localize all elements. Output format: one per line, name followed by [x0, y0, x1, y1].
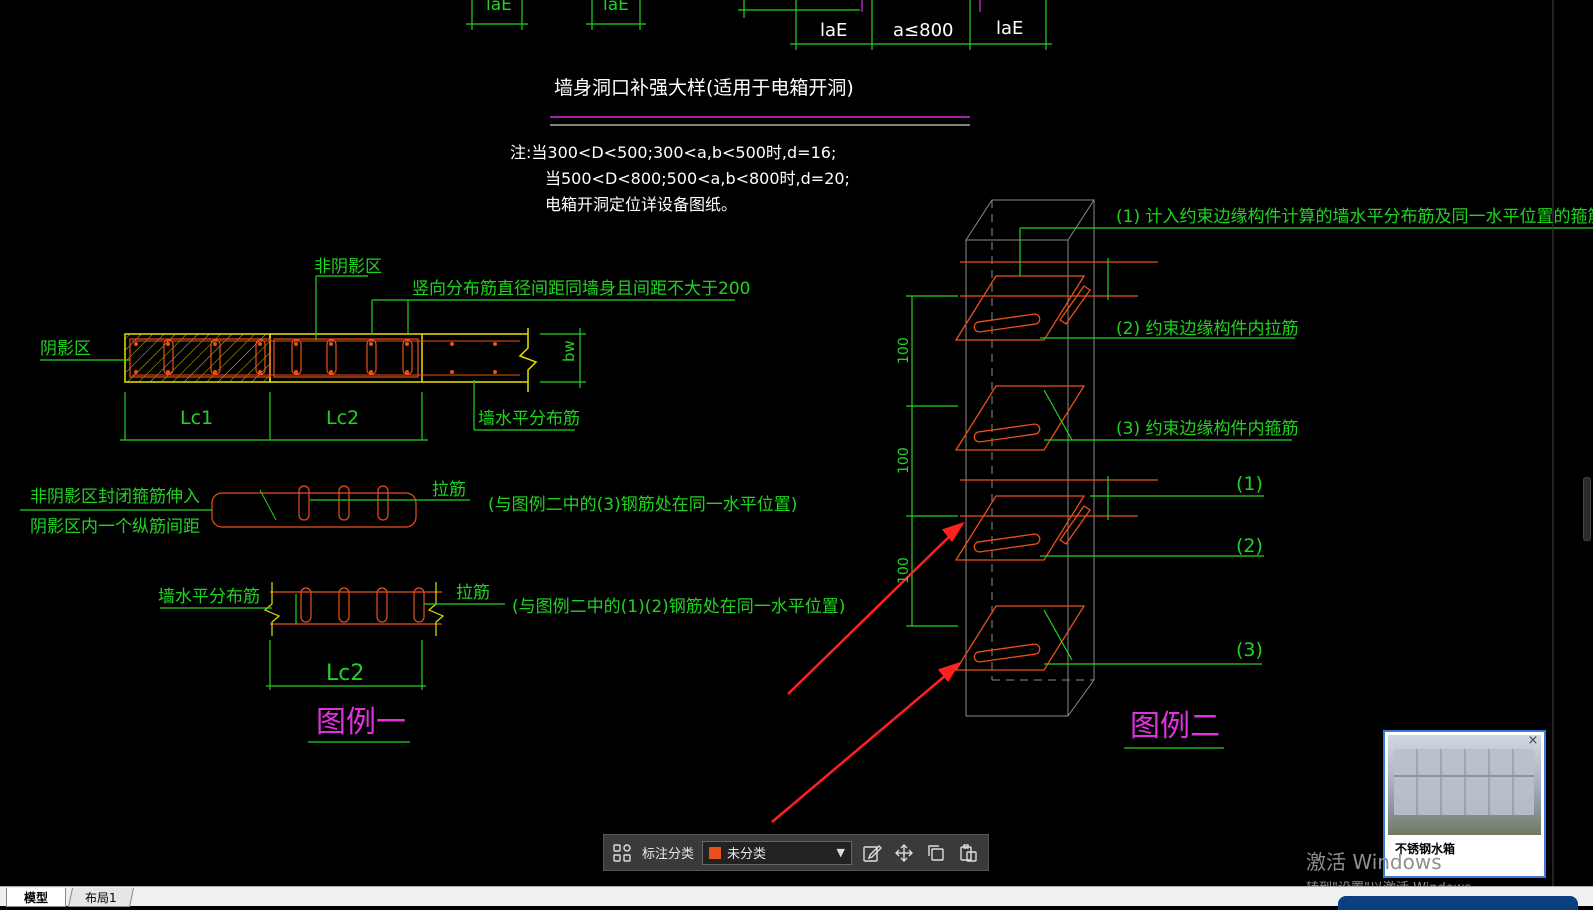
label-shadow-zone: 阴影区	[40, 339, 91, 359]
label-bw: bw	[560, 340, 578, 362]
tab-model[interactable]: 模型	[6, 888, 66, 907]
vertical-scrollbar-thumb[interactable]	[1583, 477, 1591, 541]
legend2-short-2: (2)	[1236, 535, 1263, 557]
category-color-swatch	[709, 846, 722, 859]
dim-lae-4: laE	[996, 18, 1023, 39]
note-line-1: 注:当300<D<500;300<a,b<500时,d=16;	[510, 143, 836, 162]
dim-lae-2: laE	[603, 0, 629, 15]
legend2-short-1: (1)	[1236, 473, 1263, 495]
legend2-dim-100-a: 100	[896, 337, 912, 364]
water-tank-photo	[1388, 735, 1541, 835]
top-dimensions	[466, 0, 1052, 50]
annotation-category-value: 未分类	[727, 847, 767, 862]
dim-a-le-800: a≤800	[893, 20, 953, 41]
caption-legend1: 图例一	[316, 705, 406, 740]
label-wall-horizontal-rebar: 墙水平分布筋	[478, 409, 580, 429]
cad-drawing-canvas[interactable]: laE laE laE a≤800 laE 墙身洞口补强大样(适用于电箱开洞) …	[0, 0, 1593, 886]
tab-layout1[interactable]: 布局1	[67, 888, 135, 907]
legend1-horizontal-rebar-detail	[160, 582, 505, 690]
legend2-short-3: (3)	[1236, 639, 1263, 661]
label-vertical-rebar-note: 竖向分布筋直径间距同墙身且间距不大于200	[412, 279, 750, 299]
legend2-dim-100-b: 100	[896, 447, 912, 474]
legend2-item-2: (2) 约束边缘构件内拉筋	[1116, 319, 1298, 339]
move-icon[interactable]	[892, 841, 916, 865]
label-stirrup-extend-1: 非阴影区封闭箍筋伸入	[30, 487, 200, 507]
dim-lc1: Lc1	[180, 407, 213, 429]
layout-tab-bar: 模型 布局1	[0, 886, 1593, 907]
copy-icon[interactable]	[924, 841, 948, 865]
note-line-2: 当500<D<800;500<a,b<800时,d=20;	[545, 169, 850, 188]
grid-categories-icon[interactable]	[610, 841, 634, 865]
label-wall-horizontal-rebar-2: 墙水平分布筋	[158, 587, 260, 607]
annotation-category-label: 标注分类	[642, 847, 695, 862]
paste-icon[interactable]	[956, 841, 980, 865]
legend2-item-1: (1) 计入约束边缘构件计算的墙水平分布筋及同一水平位置的箍筋	[1116, 207, 1593, 227]
label-same-level-3: (与图例二中的(3)钢筋处在同一水平位置)	[488, 495, 797, 515]
caption-legend2: 图例二	[1130, 709, 1220, 744]
chevron-down-icon: ▼	[836, 846, 846, 859]
drawing-title-top: 墙身洞口补强大样(适用于电箱开洞)	[554, 77, 854, 99]
ad-popup[interactable]: × 不锈钢水箱	[1383, 730, 1546, 878]
label-tie-bar-2: 拉筋	[456, 583, 490, 603]
label-tie-bar: 拉筋	[432, 480, 466, 500]
dim-lc2: Lc2	[326, 407, 359, 429]
dim-lc2-b: Lc2	[326, 661, 364, 686]
annotation-category-select[interactable]: 未分类 ▼	[702, 840, 853, 865]
legend2-dim-100-c: 100	[896, 557, 912, 584]
dim-lae-1: laE	[486, 0, 512, 15]
note-line-3: 电箱开洞定位详设备图纸。	[545, 195, 737, 214]
label-non-shadow-zone: 非阴影区	[314, 257, 382, 277]
dim-lae-3: laE	[820, 20, 847, 41]
legend1-wall-section	[40, 275, 735, 441]
annotation-toolbar: 标注分类 未分类 ▼	[603, 834, 989, 871]
label-stirrup-extend-2: 阴影区内一个纵筋间距	[30, 517, 200, 537]
taskbar-edge	[1338, 896, 1578, 910]
activation-line-1: 激活 Windows	[1306, 850, 1442, 874]
legend2-column-3d	[771, 199, 1593, 823]
legend2-item-3: (3) 约束边缘构件内箍筋	[1116, 419, 1298, 439]
legend1-stirrup-detail	[20, 485, 470, 528]
label-same-level-12: (与图例二中的(1)(2)钢筋处在同一水平位置)	[512, 597, 845, 617]
ad-caption: 不锈钢水箱	[1395, 842, 1456, 856]
close-icon[interactable]: ×	[1527, 733, 1539, 748]
edit-icon[interactable]	[860, 841, 884, 865]
